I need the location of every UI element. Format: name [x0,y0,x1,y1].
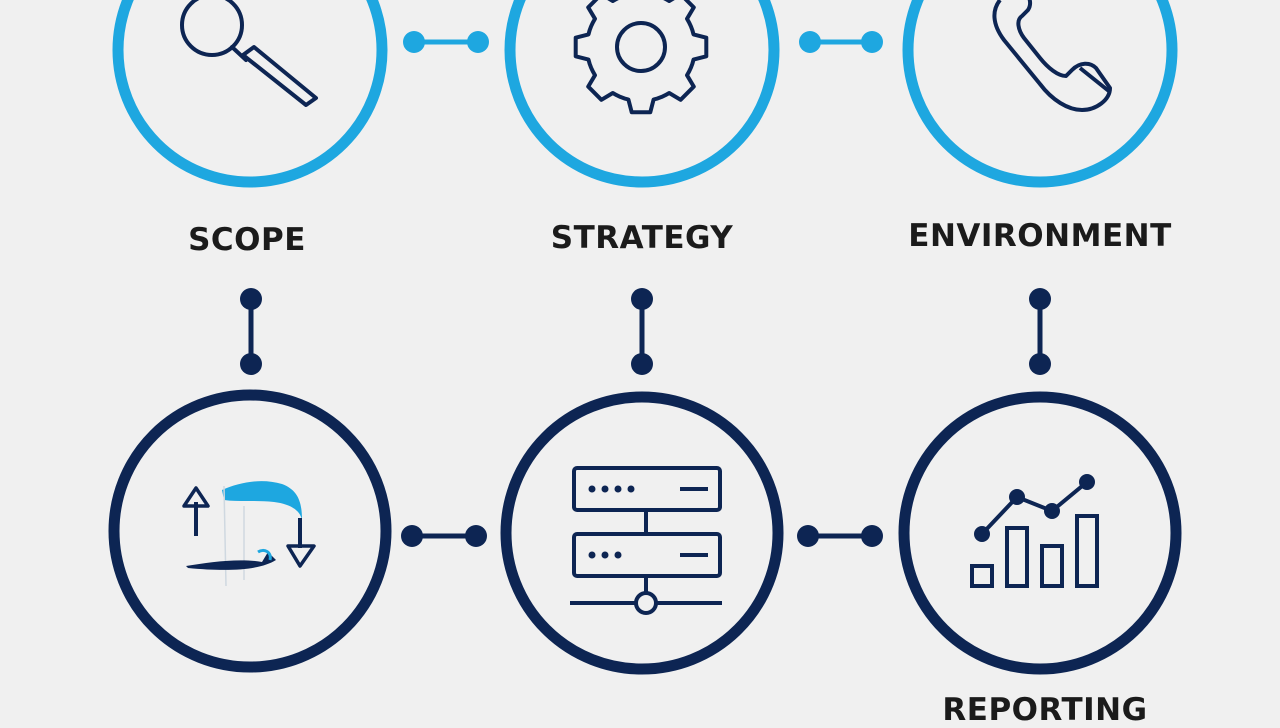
connector-cycle-server [401,525,487,547]
strategy-label: STRATEGY [550,220,734,256]
cycle-arrows-icon [182,481,316,587]
connector-strategy-environment [799,31,883,53]
gear-icon [573,0,709,115]
environment-label: ENVIRONMENT [908,218,1172,254]
connector-environment-down [1029,288,1051,375]
server-circle [500,391,784,675]
connector-strategy-down [631,288,653,375]
server-icon [570,466,722,615]
cycle-circle [108,389,392,673]
environment-circle [902,0,1178,188]
reporting-label: REPORTING [942,692,1148,728]
scope-circle [112,0,388,188]
reporting-circle [898,391,1182,675]
connector-scope-strategy [403,31,489,53]
strategy-circle [504,0,780,188]
magnifier-icon [180,0,318,107]
phone-icon [992,0,1112,112]
connector-server-reporting [797,525,883,547]
scope-label: SCOPE [188,222,306,258]
bar-chart-icon [970,474,1099,588]
connector-scope-down [240,288,262,375]
